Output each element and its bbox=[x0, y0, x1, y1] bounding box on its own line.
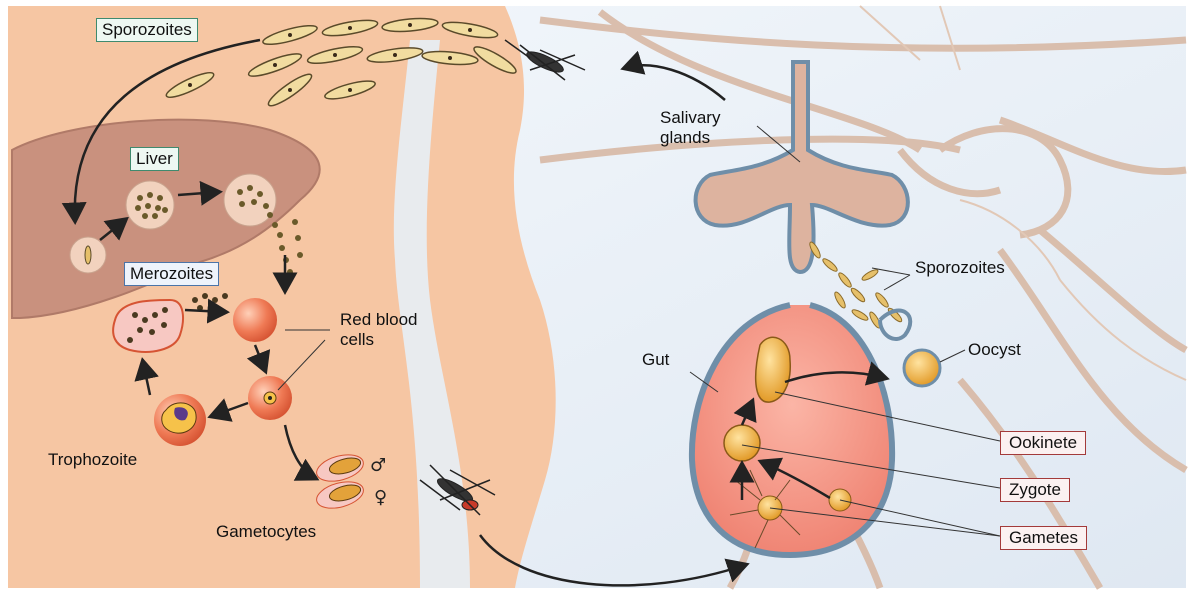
label-gametes: Gametes bbox=[1000, 526, 1087, 550]
liver-schizont-rupturing bbox=[224, 174, 276, 226]
label-oocyst: Oocyst bbox=[968, 340, 1021, 360]
male-symbol: ♂ bbox=[370, 455, 386, 476]
label-merozoites: Merozoites bbox=[124, 262, 219, 286]
label-gametocytes: Gametocytes bbox=[216, 522, 316, 542]
label-red-blood-cells: Red blood cells bbox=[340, 310, 418, 350]
label-liver: Liver bbox=[130, 147, 179, 171]
label-salivary-glands: Salivary glands bbox=[660, 108, 720, 148]
label-trophozoite: Trophozoite bbox=[48, 450, 137, 470]
female-symbol: ♀ bbox=[374, 487, 387, 508]
red-blood-cell bbox=[233, 298, 277, 342]
label-gut: Gut bbox=[642, 350, 669, 370]
label-sporozoites-right: Sporozoites bbox=[915, 258, 1005, 278]
zygote bbox=[724, 425, 760, 461]
label-zygote: Zygote bbox=[1000, 478, 1070, 502]
label-sporozoites-top: Sporozoites bbox=[96, 18, 198, 42]
oocyst bbox=[904, 350, 940, 386]
label-ookinete: Ookinete bbox=[1000, 431, 1086, 455]
schizont-rbc bbox=[113, 300, 183, 352]
